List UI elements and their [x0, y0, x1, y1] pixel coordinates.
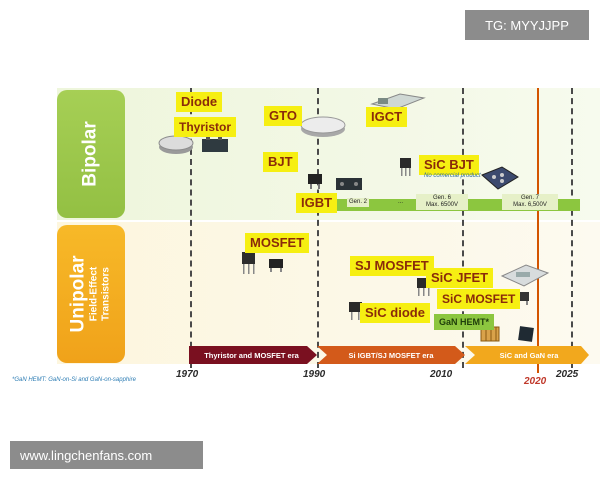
era-label-sic-gan: SiC and GaN era: [499, 350, 559, 360]
sic-bjt-package-image: [400, 158, 411, 176]
unipolar-section-label: Unipolar Field-Effect Transistors: [57, 225, 125, 363]
igbt-package-image: [308, 174, 322, 189]
sic-diode-tag: SiC diode: [360, 303, 430, 323]
era-arrow-si-igbt: [317, 346, 465, 364]
year-1970: 1970: [176, 369, 199, 380]
gan-hemt-tag: GaN HEMT*: [434, 314, 495, 330]
era-arrow-sic-gan: [465, 346, 589, 364]
bipolar-section-label: Bipolar: [57, 90, 125, 218]
gto-tag: GTO: [264, 106, 302, 126]
igbt-gen6-label: Gen. 6 Max. 6500V: [416, 194, 468, 210]
igbt-gen-dots: ...: [398, 199, 404, 205]
mosfet-smd-image: [269, 259, 283, 272]
era-label-thyristor-mosfet: Thyristor and MOSFET era: [204, 350, 299, 360]
gan-hemt-package-image: [518, 326, 534, 342]
igbt-gen7-label: Gen. 7 Max. 6,500V: [502, 194, 558, 210]
unipolar-sublabel-2: Transistors: [101, 267, 112, 321]
igbt-gen7-line2: Max. 6,500V: [513, 202, 547, 208]
igbt-gen7-line1: Gen. 7: [520, 195, 539, 201]
year-1990: 1990: [303, 369, 326, 380]
sic-diode-package-image: [349, 302, 362, 320]
telegram-watermark: TG: MYYJJPP: [465, 10, 589, 40]
year-2010: 2010: [430, 369, 453, 380]
mosfet-tag: MOSFET: [245, 233, 310, 253]
bipolar-label: Bipolar: [79, 121, 101, 187]
sic-module-image: [500, 264, 550, 287]
sic-jfet-package-image: [417, 278, 430, 296]
sic-mosfet-tag: SiC MOSFET: [437, 289, 521, 309]
igbt-gen2-label: Gen. 2: [347, 198, 370, 207]
sj-mosfet-tag: SJ MOSFET: [350, 256, 434, 276]
unipolar-sublabel-1: Field-Effect: [89, 266, 100, 322]
sic-bjt-tag: SiC BJT: [419, 155, 479, 175]
year-line-2010: [462, 88, 464, 368]
year-2025: 2025: [556, 369, 579, 380]
era-label-si-igbt: Si IGBT/SJ MOSFET era: [348, 350, 434, 360]
gto-disc-image: [300, 116, 346, 137]
gan-footnote: *GaN HEMT: GaN-on-Si and GaN-on-sapphire: [12, 377, 136, 383]
era-arrows: [189, 346, 589, 364]
mosfet-to220-image: [242, 252, 255, 274]
year-line-2020: [537, 88, 539, 373]
igbt-tag: IGBT: [296, 193, 338, 213]
sic-jfet-tag: SiC JFET: [426, 268, 494, 288]
igbt-gen6-line1: Gen. 6: [432, 195, 451, 201]
unipolar-label: Unipolar: [68, 255, 89, 333]
thyristor-tag: Thyristor: [174, 117, 237, 137]
sic-bjt-module-image: [481, 166, 519, 190]
year-2020: 2020: [524, 376, 547, 387]
diode-tag: Diode: [176, 92, 223, 112]
thyristor-module-image: [202, 136, 228, 152]
year-line-1990: [317, 88, 319, 368]
igbt-module-image: [336, 178, 362, 190]
igbt-gen6-line2: Max. 6500V: [425, 202, 459, 208]
igct-tag: IGCT: [366, 107, 408, 127]
bjt-tag: BJT: [263, 152, 298, 172]
year-line-1970: [190, 88, 192, 368]
era-arrow-thyristor-mosfet: [189, 346, 317, 364]
site-watermark: www.lingchenfans.com: [10, 441, 203, 469]
year-line-2025: [571, 88, 573, 368]
sic-bjt-note: No comercial product: [424, 173, 481, 179]
